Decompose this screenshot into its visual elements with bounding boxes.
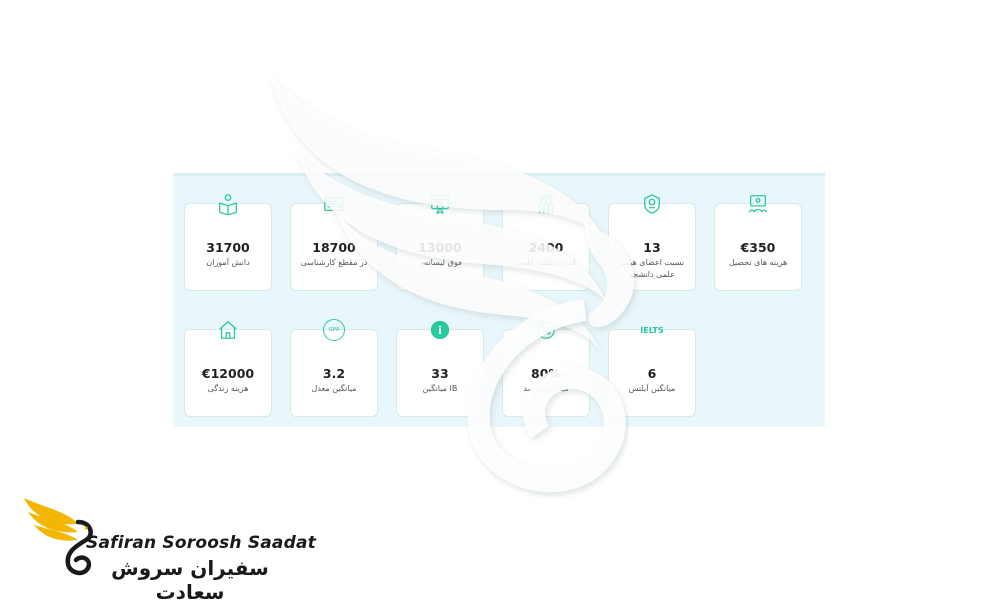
monitor-people-icon <box>745 191 771 217</box>
stat-label: IB میانگین <box>422 384 458 393</box>
stat-label: در مقطع کارشناسی <box>300 258 368 267</box>
stat-label: هزینه زندگی <box>207 384 249 393</box>
stat-label: میانگین درصد <box>523 384 569 393</box>
stat-card-living-cost: €12000 هزینه زندگی <box>184 320 272 417</box>
svg-text:i: i <box>438 324 442 337</box>
logo-name-en: Safiran Soroosh Saadat <box>86 533 316 553</box>
stat-label: دانش آموزان <box>206 258 250 267</box>
logo-name-fa: سفیران سروش سعادت <box>111 556 269 604</box>
ielts-icon-text: IELTS <box>640 325 664 335</box>
stat-card-faculty-ratio: 13 نسبت اعضای هیئت علمی دانشجو <box>608 194 696 291</box>
stat-value: 80% <box>531 366 561 381</box>
diploma-icon <box>321 191 347 217</box>
stat-value: 2400 <box>528 240 564 255</box>
stat-value: 31700 <box>206 240 250 255</box>
group-people-icon <box>533 191 559 217</box>
percent-icon <box>533 317 559 343</box>
stat-card-masters: 13000 فوق لیسانس <box>396 195 484 291</box>
gpa-icon-text: GPA <box>328 327 340 333</box>
stat-label: نسبت اعضای هیئت علمی دانشجو <box>619 258 685 279</box>
stat-label: هزینه های تحصیل <box>728 258 788 267</box>
stat-value: 6 <box>647 366 657 381</box>
certificate-icon <box>427 191 453 217</box>
stat-label: میانگین معدل <box>311 384 357 393</box>
stat-card-gpa: GPA 3.2 میانگین معدل <box>290 319 378 417</box>
house-icon <box>215 317 241 343</box>
student-reading-icon <box>215 191 241 217</box>
stat-value: 3.2 <box>322 366 346 381</box>
stat-card-ielts: IELTS 6 میانگین آیلتس <box>608 326 696 417</box>
stat-value: 18700 <box>312 240 356 255</box>
ib-icon: i <box>427 317 453 343</box>
stat-card-bachelor: 18700 در مقطع کارشناسی <box>290 196 378 291</box>
stat-value: 33 <box>431 366 449 381</box>
gpa-icon: GPA <box>321 317 347 343</box>
badge-icon <box>639 191 665 217</box>
stat-value: 13 <box>643 240 661 255</box>
university-stats-panel: €350 هزینه های تحصیل 13 نسبت اعضای هیئت … <box>173 173 825 427</box>
stat-value: 13000 <box>418 240 462 255</box>
stat-label: میانگین آیلتس <box>628 384 676 393</box>
stat-value: €12000 <box>201 366 255 381</box>
stat-card-percent: 80% میانگین درصد <box>502 321 590 417</box>
stat-label: فوق لیسانس <box>418 258 462 267</box>
stat-card-ib: i 33 IB میانگین <box>396 320 484 417</box>
stat-card-tuition: €350 هزینه های تحصیل <box>714 195 802 291</box>
stat-card-students: 31700 دانش آموزان <box>184 194 272 291</box>
ielts-icon: IELTS <box>632 317 672 343</box>
stat-value: €350 <box>740 240 776 255</box>
stat-label: قدرت هیئت علمی <box>515 258 577 267</box>
stat-card-faculty-strength: 2400 قدرت هیئت علمی <box>502 194 590 291</box>
logo-bird-icon <box>24 498 93 576</box>
